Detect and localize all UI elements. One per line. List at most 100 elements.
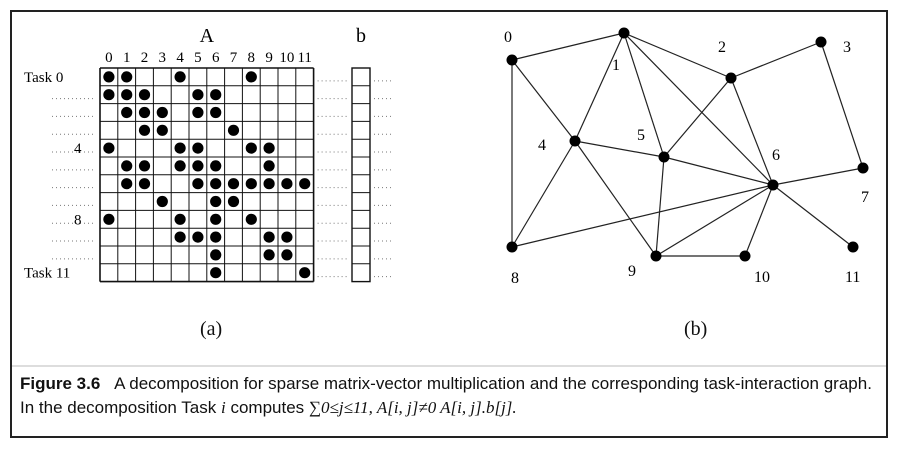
- graph-node-label: 6: [772, 147, 780, 164]
- column-label: 9: [265, 50, 273, 66]
- column-label: 11: [297, 50, 311, 66]
- nonzero-dot: [121, 71, 133, 83]
- row-label: 4: [74, 141, 82, 157]
- vector-title: b: [356, 25, 366, 47]
- graph-node-label: 9: [628, 263, 636, 280]
- nonzero-dot: [263, 142, 275, 154]
- graph-node: [767, 179, 779, 191]
- nonzero-dot: [210, 160, 222, 172]
- graph-node: [739, 250, 751, 262]
- nonzero-dot: [281, 178, 293, 190]
- nonzero-dot: [192, 89, 204, 101]
- row-label: 8: [74, 212, 82, 228]
- graph-node-label: 5: [637, 127, 645, 144]
- nonzero-dot: [210, 89, 222, 101]
- nonzero-dot: [138, 89, 151, 101]
- graph-edge: [730, 41, 822, 79]
- graph-node: [658, 151, 670, 163]
- graph-node-label: 11: [845, 269, 860, 286]
- nonzero-dot: [174, 160, 186, 172]
- nonzero-dot: [174, 142, 186, 154]
- graph-edge: [511, 32, 625, 61]
- matrix-title: A: [200, 25, 215, 47]
- nonzero-dot: [210, 231, 222, 243]
- figure-frame: [10, 10, 888, 438]
- column-label: 7: [230, 50, 238, 66]
- graph-edge: [655, 156, 665, 257]
- caption-var-i: i: [220, 398, 226, 417]
- nonzero-dot: [121, 160, 133, 172]
- graph-node-label: 0: [504, 29, 512, 46]
- nonzero-dot: [192, 160, 204, 172]
- nonzero-dot: [210, 195, 222, 208]
- caption-text-2: computes: [230, 398, 305, 417]
- graph-edge: [744, 184, 774, 257]
- graph-edge: [663, 156, 774, 186]
- graph-node: [650, 250, 662, 262]
- subfigure-label-a: (a): [200, 318, 223, 340]
- column-label: 6: [212, 50, 220, 66]
- graph-node-label: 3: [843, 39, 851, 56]
- graph-node: [847, 241, 859, 253]
- nonzero-dot: [227, 195, 240, 208]
- graph-edge: [655, 184, 774, 257]
- nonzero-dot: [192, 142, 204, 154]
- nonzero-dot: [138, 160, 151, 172]
- nonzero-dot: [156, 106, 168, 119]
- nonzero-dot: [263, 178, 275, 190]
- nonzero-dot: [156, 195, 168, 208]
- nonzero-dot: [174, 231, 186, 243]
- graph-node-label: 2: [718, 39, 726, 56]
- column-label: 3: [159, 50, 167, 66]
- nonzero-dot: [227, 124, 240, 136]
- graph-edge: [511, 184, 774, 248]
- nonzero-dot: [103, 71, 115, 83]
- nonzero-dot: [227, 178, 240, 190]
- graph-edge: [574, 140, 657, 257]
- nonzero-dot: [192, 231, 204, 243]
- nonzero-dot: [192, 106, 204, 119]
- nonzero-dot: [103, 213, 115, 225]
- nonzero-dot: [245, 142, 257, 154]
- graph-edge: [511, 140, 576, 248]
- nonzero-dot: [245, 178, 257, 190]
- graph-edge: [623, 32, 732, 79]
- graph-edge: [511, 59, 576, 142]
- nonzero-dot: [245, 213, 257, 225]
- nonzero-dot: [138, 178, 151, 190]
- nonzero-dot: [103, 89, 115, 101]
- column-label: 8: [248, 50, 256, 66]
- nonzero-dot: [245, 71, 257, 83]
- graph-edge: [623, 32, 665, 158]
- caption-text-1: A decomposition for sparse matrix-vector…: [20, 374, 872, 417]
- nonzero-dot: [210, 267, 222, 279]
- graph-node: [725, 72, 737, 84]
- graph-node: [857, 162, 869, 174]
- graph-edge: [574, 140, 665, 158]
- row-label: Task 0: [24, 70, 63, 86]
- graph-node-label: 7: [861, 189, 869, 206]
- graph-node: [506, 54, 518, 66]
- nonzero-dot: [299, 267, 311, 279]
- column-label: 5: [194, 50, 202, 66]
- graph-node: [569, 135, 581, 147]
- nonzero-dot: [138, 106, 151, 119]
- column-label: 4: [176, 50, 184, 66]
- nonzero-dot: [299, 178, 311, 190]
- graph-node-label: 10: [754, 269, 770, 286]
- nonzero-dot: [174, 213, 186, 225]
- graph-edge: [574, 32, 625, 142]
- nonzero-dot: [103, 142, 115, 154]
- nonzero-dot: [121, 178, 133, 190]
- nonzero-dot: [156, 124, 168, 136]
- column-label: 2: [141, 50, 149, 66]
- nonzero-dot: [210, 213, 222, 225]
- nonzero-dot: [210, 106, 222, 119]
- column-label: 10: [279, 50, 294, 66]
- nonzero-dot: [174, 71, 186, 83]
- graph-edge: [623, 32, 774, 186]
- graph-node-label: 4: [538, 137, 546, 154]
- nonzero-dot: [263, 160, 275, 172]
- row-label: Task 11: [24, 266, 70, 282]
- figure-number: Figure 3.6: [20, 374, 101, 393]
